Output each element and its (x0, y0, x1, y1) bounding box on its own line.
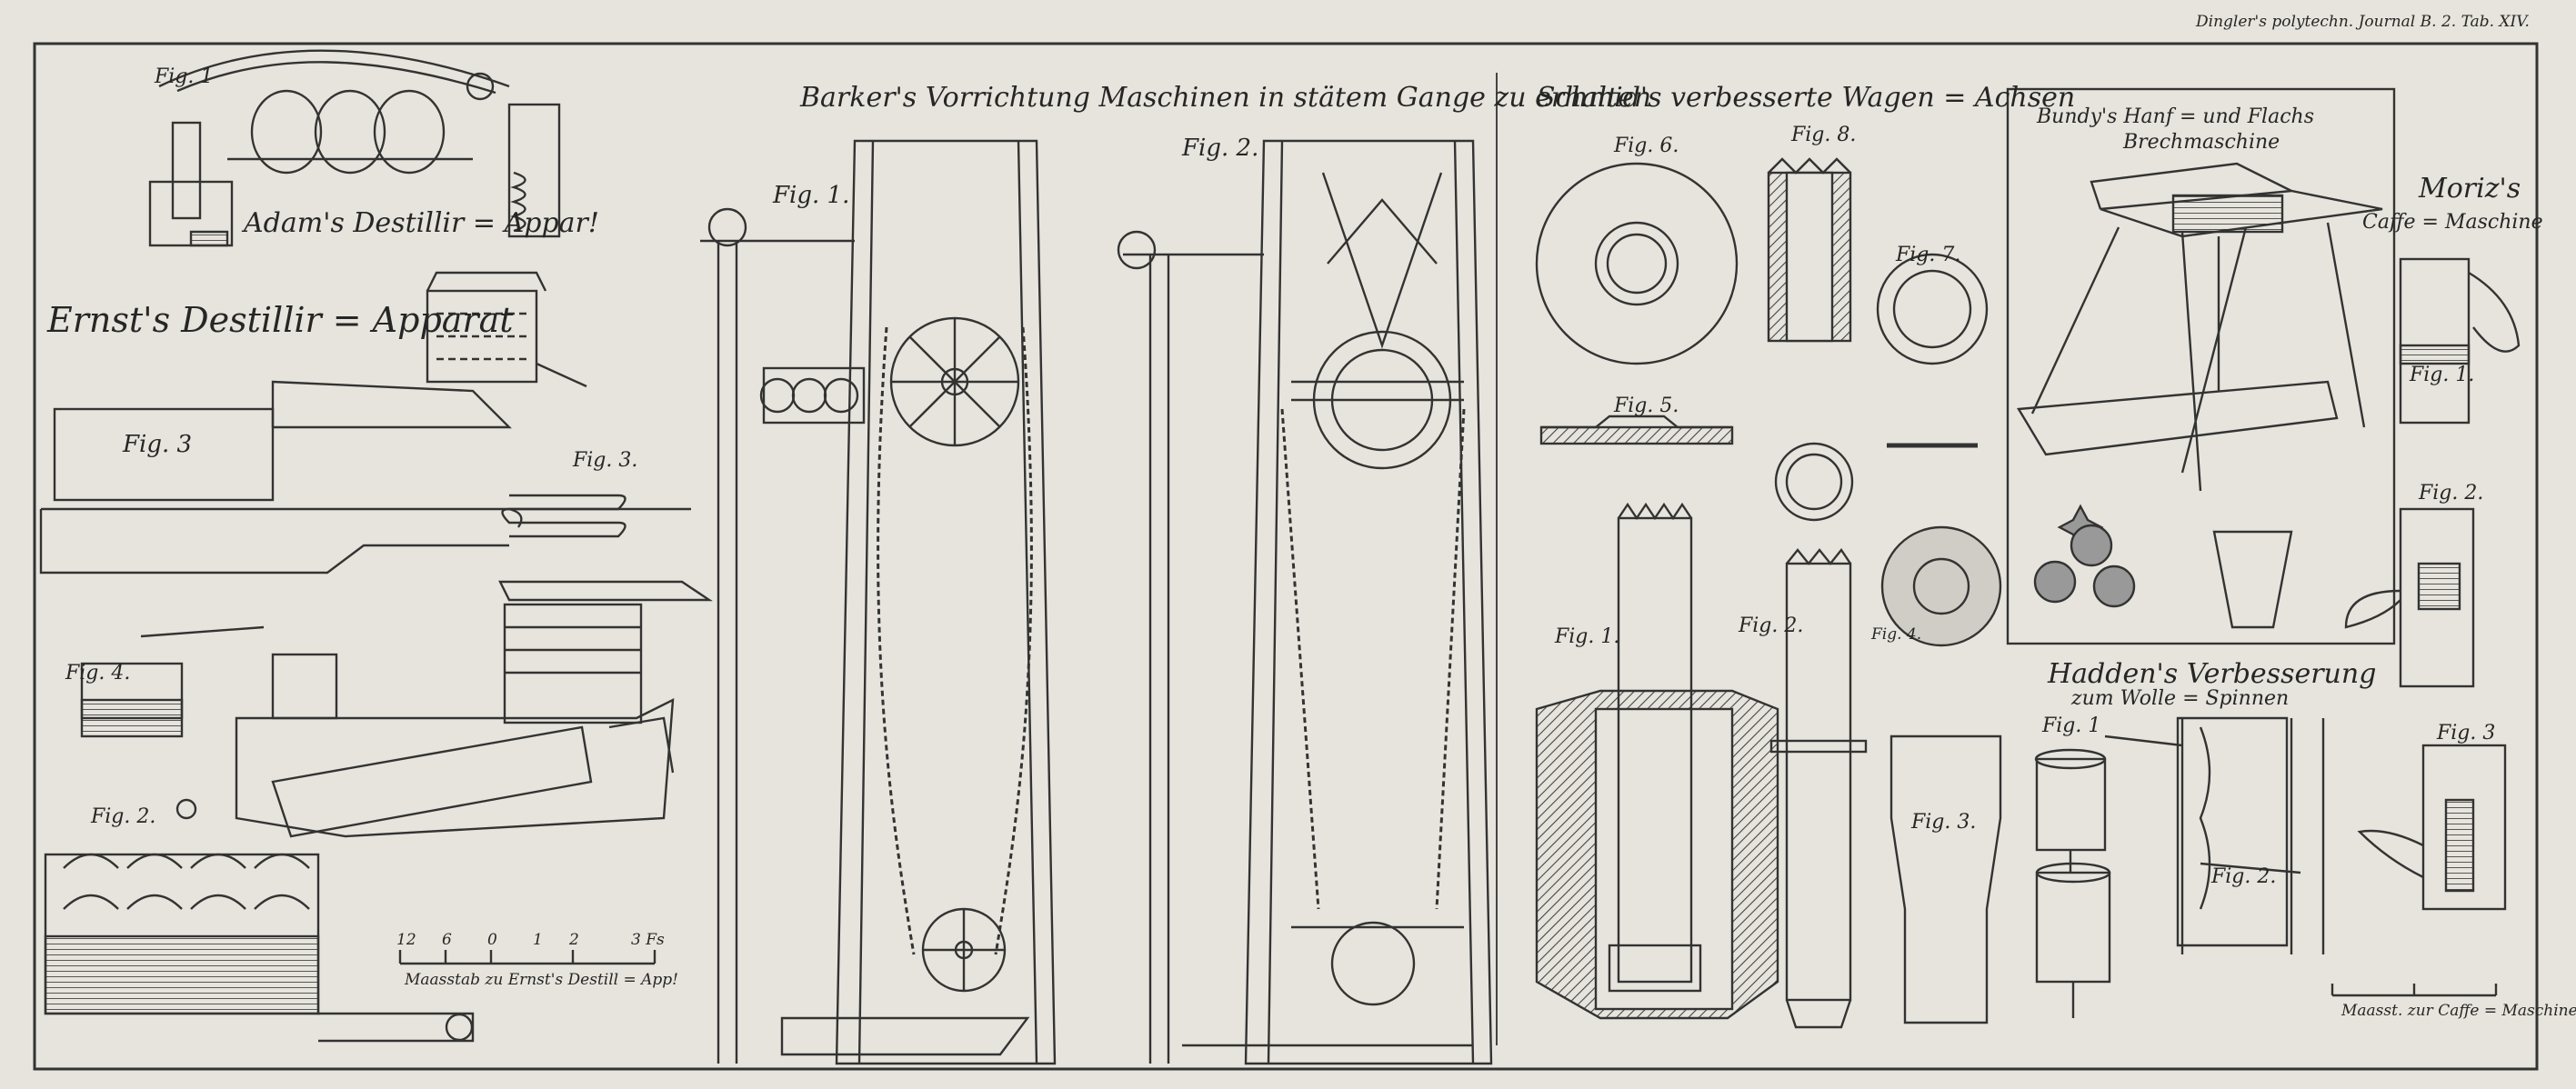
ernst-scale-caption: Maasstab zu Ernst's Destill = App! (405, 971, 679, 989)
barker-fig2-label: Fig. 2. (1182, 135, 1259, 162)
hadden-fig1-label: Fig. 1 (2042, 714, 2101, 737)
moriz-scale-caption: Maasst. zur Caffe = Maschine (2341, 1002, 2576, 1020)
ernst-scale-tick: 6 (442, 931, 452, 949)
ernst-distillation-drawing (39, 271, 713, 1043)
moriz-title-line1: Moriz's (2419, 173, 2521, 205)
moriz-fig3-label: Fig. 3 (2437, 722, 2496, 744)
bundy-title-line1: Bundy's Hanf = und Flachs (2037, 105, 2314, 128)
moriz-fig2-label: Fig. 2. (2419, 482, 2484, 505)
schmid-fig7-label: Fig. 7. (1896, 244, 1961, 266)
schmid-title: Schmid's verbesserte Wagen = Achsen (1537, 82, 2076, 114)
ernst-fig3b-label: Fig. 3. (573, 449, 638, 472)
hadden-fig2-label: Fig. 2. (2211, 865, 2277, 888)
ernst-scale-tick: 12 (396, 931, 416, 949)
schmid-fig5-label: Fig. 5. (1614, 395, 1679, 417)
schmid-fig2-label: Fig. 2. (1739, 614, 1804, 637)
hadden-title-line2: zum Wolle = Spinnen (2071, 687, 2290, 710)
barker-fig1-label: Fig. 1. (773, 182, 850, 209)
journal-reference: Dingler's polytechn. Journal B. 2. Tab. … (2196, 13, 2530, 31)
schmid-fig3-label: Fig. 3. (1911, 811, 1977, 834)
barker-machine-drawing (700, 139, 1493, 1065)
hadden-spinning-drawing (2034, 716, 2325, 1018)
schmid-fig6-label: Fig. 6. (1614, 135, 1679, 157)
ernst-scale-tick: 2 (569, 931, 579, 949)
ernst-fig4-label: Fig. 4. (65, 662, 131, 684)
barker-title: Barker's Vorrichtung Maschinen in stätem… (800, 82, 1652, 114)
adam-apparatus-title: Adam's Destillir = Appar! (244, 207, 599, 239)
plate-border (33, 42, 2539, 1071)
ernst-fig2-label: Fig. 2. (91, 805, 156, 828)
schmid-fig1-label: Fig. 1. (1555, 625, 1620, 648)
bundy-title-line2: Brechmaschine (2123, 131, 2280, 154)
adam-distillation-drawing (148, 49, 561, 247)
ernst-scale-tick: 0 (487, 931, 497, 949)
moriz-coffee-machine-drawing (2330, 257, 2521, 997)
ernst-apparatus-title: Ernst's Destillir = Apparat (47, 300, 514, 340)
moriz-fig1-label: Fig. 1. (2410, 364, 2475, 386)
schmid-fig8-label: Fig. 8. (1791, 124, 1857, 146)
ernst-scale-tick: 1 (533, 931, 543, 949)
schmid-fig4-label: Fig. 4. (1871, 625, 1922, 644)
adam-fig1-label: Fig. 1 (155, 65, 214, 88)
ernst-scale-tick: 3 Fs (631, 931, 665, 949)
hadden-title-line1: Hadden's Verbesserung (2048, 658, 2377, 690)
schmid-axle-drawing (1535, 157, 2002, 1029)
moriz-title-line2: Caffe = Maschine (2362, 211, 2543, 234)
ernst-fig3-label: Fig. 3 (123, 431, 193, 458)
bundy-flax-brake-drawing (2006, 87, 2396, 645)
